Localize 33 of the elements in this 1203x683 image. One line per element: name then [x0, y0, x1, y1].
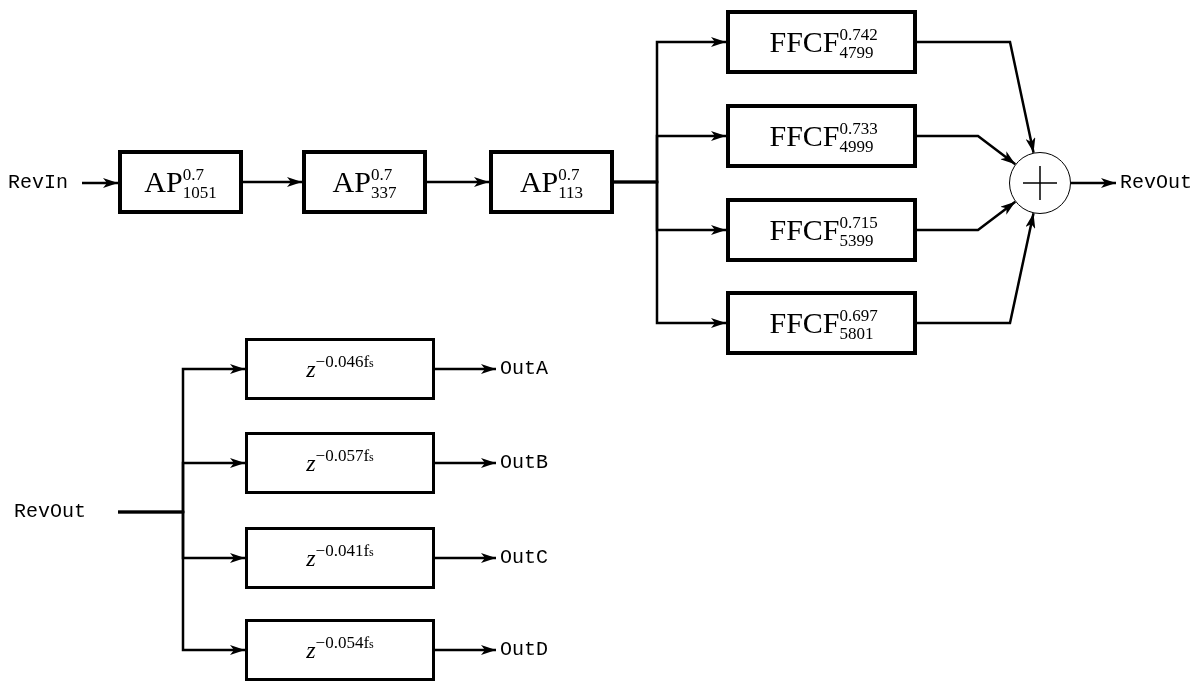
- signal-label: OutA: [500, 356, 570, 382]
- signal-label: RevIn: [8, 170, 78, 196]
- arrow: [243, 177, 302, 187]
- signal-label: OutC: [500, 545, 570, 571]
- delay-box: [245, 338, 435, 400]
- signal-label: RevOut: [14, 499, 114, 525]
- arrow: [917, 213, 1036, 325]
- arrow: [435, 645, 496, 655]
- summing-junction: [1009, 152, 1071, 214]
- delay-box: [245, 527, 435, 589]
- arrow: [917, 134, 1017, 166]
- filter-box: [489, 150, 614, 214]
- filter-box: [726, 104, 917, 168]
- delay-box: [245, 619, 435, 681]
- arrow: [82, 178, 118, 188]
- filter-box: [302, 150, 427, 214]
- arrow: [435, 364, 496, 374]
- filter-box: [726, 10, 917, 74]
- delay-box: [245, 432, 435, 494]
- arrow: [118, 510, 245, 655]
- arrow: [1071, 178, 1116, 188]
- filter-box: [726, 291, 917, 355]
- arrow: [435, 458, 496, 468]
- arrow: [435, 553, 496, 563]
- signal-label: OutD: [500, 637, 570, 663]
- arrow: [427, 177, 489, 187]
- arrow: [614, 180, 726, 328]
- arrow: [917, 40, 1036, 153]
- signal-label: RevOut: [1120, 170, 1196, 196]
- signal-label: OutB: [500, 450, 570, 476]
- arrow: [917, 200, 1017, 232]
- filter-box: [726, 198, 917, 262]
- filter-box: [118, 150, 243, 214]
